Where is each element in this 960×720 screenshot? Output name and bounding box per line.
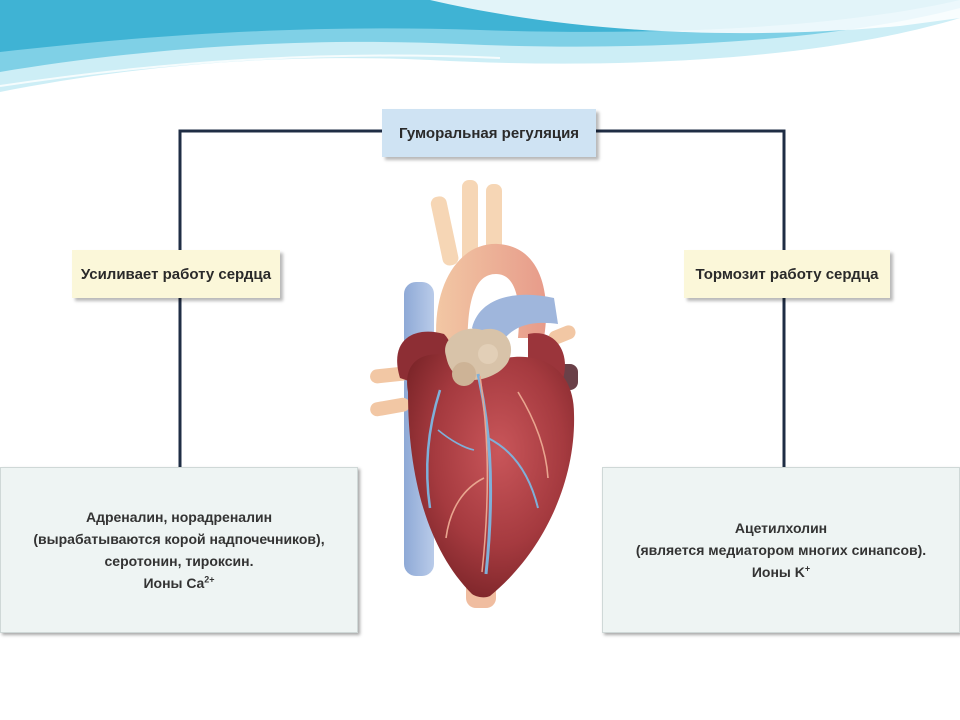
- potassium-ions-line: Ионы K+: [752, 561, 810, 583]
- inhibitors-info-box: Ацетилхолин (является медиатором многих …: [602, 467, 960, 633]
- potassium-ions-charge: +: [804, 563, 811, 574]
- inhibitors-line-1: Ацетилхолин: [734, 520, 828, 536]
- enhancers-line-1: Адреналин, норадреналин: [85, 509, 273, 525]
- calcium-ions-charge: 2+: [204, 574, 215, 585]
- enhancers-info-box: Адреналин, норадреналин (вырабатываются …: [0, 467, 358, 633]
- potassium-ions-prefix: Ионы K: [751, 564, 805, 580]
- inhibits-label-box: Тормозит работу сердца: [684, 250, 890, 298]
- enhances-label: Усиливает работу сердца: [80, 265, 272, 283]
- title-text: Гуморальная регуляция: [398, 124, 580, 142]
- header-wave-decoration: [0, 0, 960, 92]
- calcium-ions-line: Ионы Ca2+: [143, 572, 214, 594]
- heart-illustration: [370, 180, 578, 608]
- enhancers-line-3: серотонин, тироксин.: [104, 553, 254, 569]
- enhances-label-box: Усиливает работу сердца: [72, 250, 280, 298]
- inhibits-label: Тормозит работу сердца: [695, 265, 879, 283]
- title-box: Гуморальная регуляция: [382, 109, 596, 157]
- inhibitors-line-2: (является медиатором многих синапсов).: [635, 542, 927, 558]
- calcium-ions-prefix: Ионы Ca: [143, 575, 205, 591]
- enhancers-line-2: (вырабатываются корой надпочечников),: [33, 531, 325, 547]
